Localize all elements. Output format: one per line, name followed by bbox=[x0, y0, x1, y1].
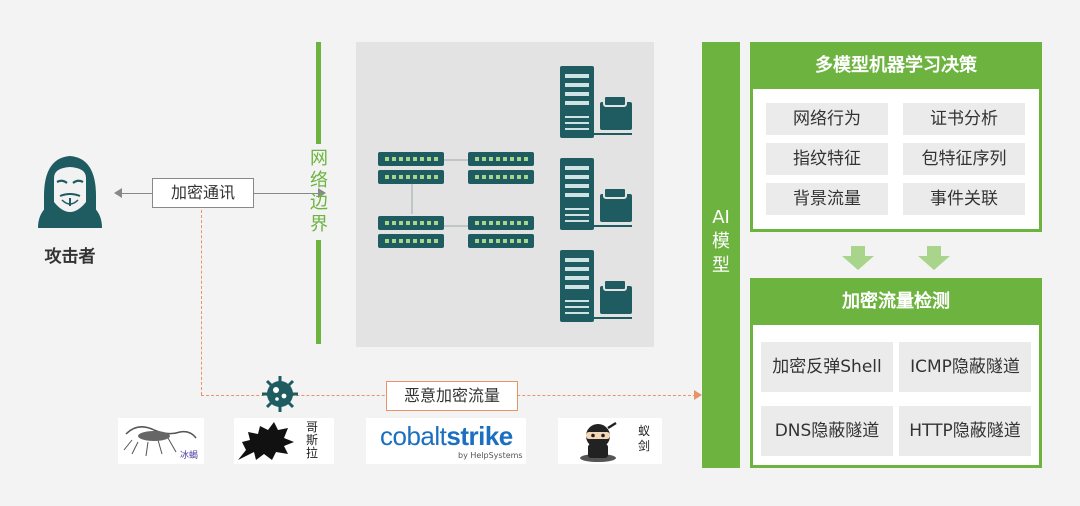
traffic-detection-title: 加密流量检测 bbox=[753, 281, 1039, 325]
arrow-right-icon bbox=[694, 390, 702, 400]
tool-godzilla-label: 哥斯拉 bbox=[306, 420, 319, 460]
malicious-path-vertical bbox=[201, 210, 202, 395]
switch-icon bbox=[468, 152, 534, 166]
attacker-label: 攻击者 bbox=[44, 247, 96, 267]
switch-icon bbox=[468, 234, 534, 248]
switch-icon bbox=[378, 152, 444, 166]
arrow-right-icon bbox=[318, 188, 326, 198]
godzilla-icon bbox=[238, 422, 294, 460]
switch-icon bbox=[378, 216, 444, 230]
server-icon bbox=[560, 158, 632, 230]
ml-decision-title: 多模型机器学习决策 bbox=[753, 45, 1039, 89]
switch-icon bbox=[378, 170, 444, 184]
cobaltstrike-sub: by HelpSystems bbox=[458, 451, 523, 460]
detection-item: DNS隐蔽隧道 bbox=[761, 406, 893, 456]
decision-item: 包特征序列 bbox=[903, 143, 1025, 175]
ninja-icon bbox=[580, 421, 617, 462]
decision-item: 事件关联 bbox=[903, 183, 1025, 215]
server-icon bbox=[560, 66, 632, 138]
tool-cobaltstrike: cobaltstrike by HelpSystems bbox=[366, 418, 526, 464]
down-arrow-icon bbox=[918, 256, 950, 270]
switch-group bbox=[411, 159, 468, 227]
arrow-left-icon bbox=[114, 188, 122, 198]
scorpion-icon bbox=[123, 426, 197, 457]
cobaltstrike-logo: cobaltstrike bbox=[380, 421, 513, 451]
decision-item: 指纹特征 bbox=[766, 143, 888, 175]
detection-item: 加密反弹Shell bbox=[761, 342, 893, 392]
detection-item: ICMP隐蔽隧道 bbox=[899, 342, 1031, 392]
network-topology bbox=[378, 66, 632, 322]
malicious-traffic-label: 恶意加密流量 bbox=[386, 381, 518, 411]
switch-icon bbox=[468, 216, 534, 230]
tool-behinder-label: 冰蝎 bbox=[180, 451, 199, 461]
down-arrow-icon bbox=[927, 246, 941, 256]
tool-antsword: 蚁剑 bbox=[558, 418, 662, 464]
down-arrow-icon bbox=[851, 246, 865, 256]
network-boundary-label: 网络边界 bbox=[310, 148, 328, 235]
tool-godzilla: 哥斯拉 bbox=[234, 418, 334, 464]
ai-model-bar bbox=[702, 42, 740, 468]
down-arrow-icon bbox=[842, 256, 874, 270]
traffic-detection-panel: 加密流量检测 加密反弹Shell ICMP隐蔽隧道 DNS隐蔽隧道 HTTP隐蔽… bbox=[750, 278, 1042, 468]
switch-icon bbox=[468, 170, 534, 184]
boundary-bar-bottom bbox=[316, 240, 321, 344]
virus-icon bbox=[262, 376, 298, 412]
decision-item: 背景流量 bbox=[766, 183, 888, 215]
switch-icon bbox=[378, 234, 444, 248]
tool-antsword-label: 蚁剑 bbox=[638, 424, 651, 453]
detection-item: HTTP隐蔽隧道 bbox=[899, 406, 1031, 456]
attacker-icon bbox=[38, 156, 102, 228]
tool-behinder: 冰蝎 bbox=[118, 418, 204, 464]
encrypted-comm-label: 加密通讯 bbox=[152, 178, 254, 208]
decision-item: 证书分析 bbox=[903, 103, 1025, 135]
decision-item: 网络行为 bbox=[766, 103, 888, 135]
ml-decision-panel: 多模型机器学习决策 网络行为 证书分析 指纹特征 包特征序列 背景流量 事件关联 bbox=[750, 42, 1042, 232]
server-icon bbox=[560, 250, 632, 322]
boundary-bar-top bbox=[316, 42, 321, 144]
